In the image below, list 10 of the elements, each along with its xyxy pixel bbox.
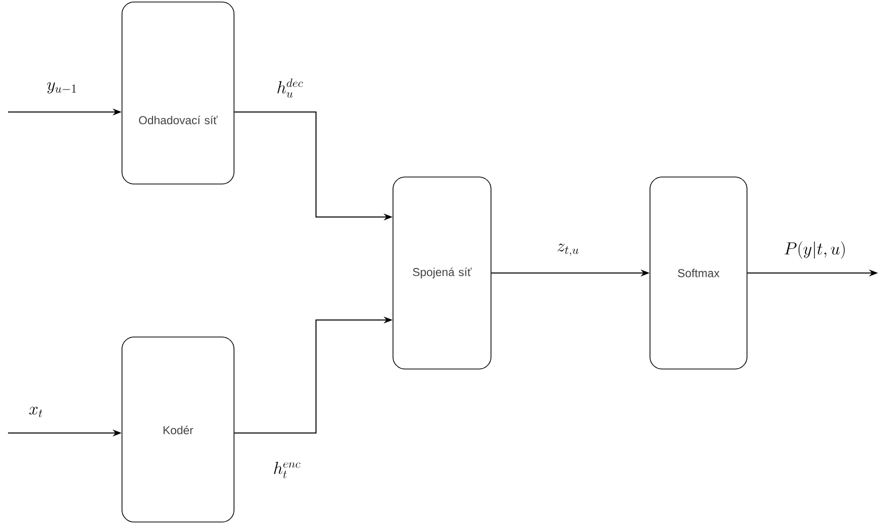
edge-label: $h_t^{enc}$ xyxy=(274,462,300,478)
edge-label: $P(y|t,u)$ xyxy=(784,241,845,259)
edge-label: $y_{u-1}$ xyxy=(47,82,76,94)
process-box: Odhadovací síť xyxy=(122,2,234,184)
process-box: Spojená síť xyxy=(392,176,492,370)
process-box: Softmax xyxy=(650,176,748,370)
edge-label: $h_u^{dec}$ xyxy=(278,78,303,98)
edge-label: $x_t$ xyxy=(29,406,42,418)
process-box: Kodér xyxy=(122,336,234,522)
edge-label: $z_{t,u}$ xyxy=(557,244,578,256)
